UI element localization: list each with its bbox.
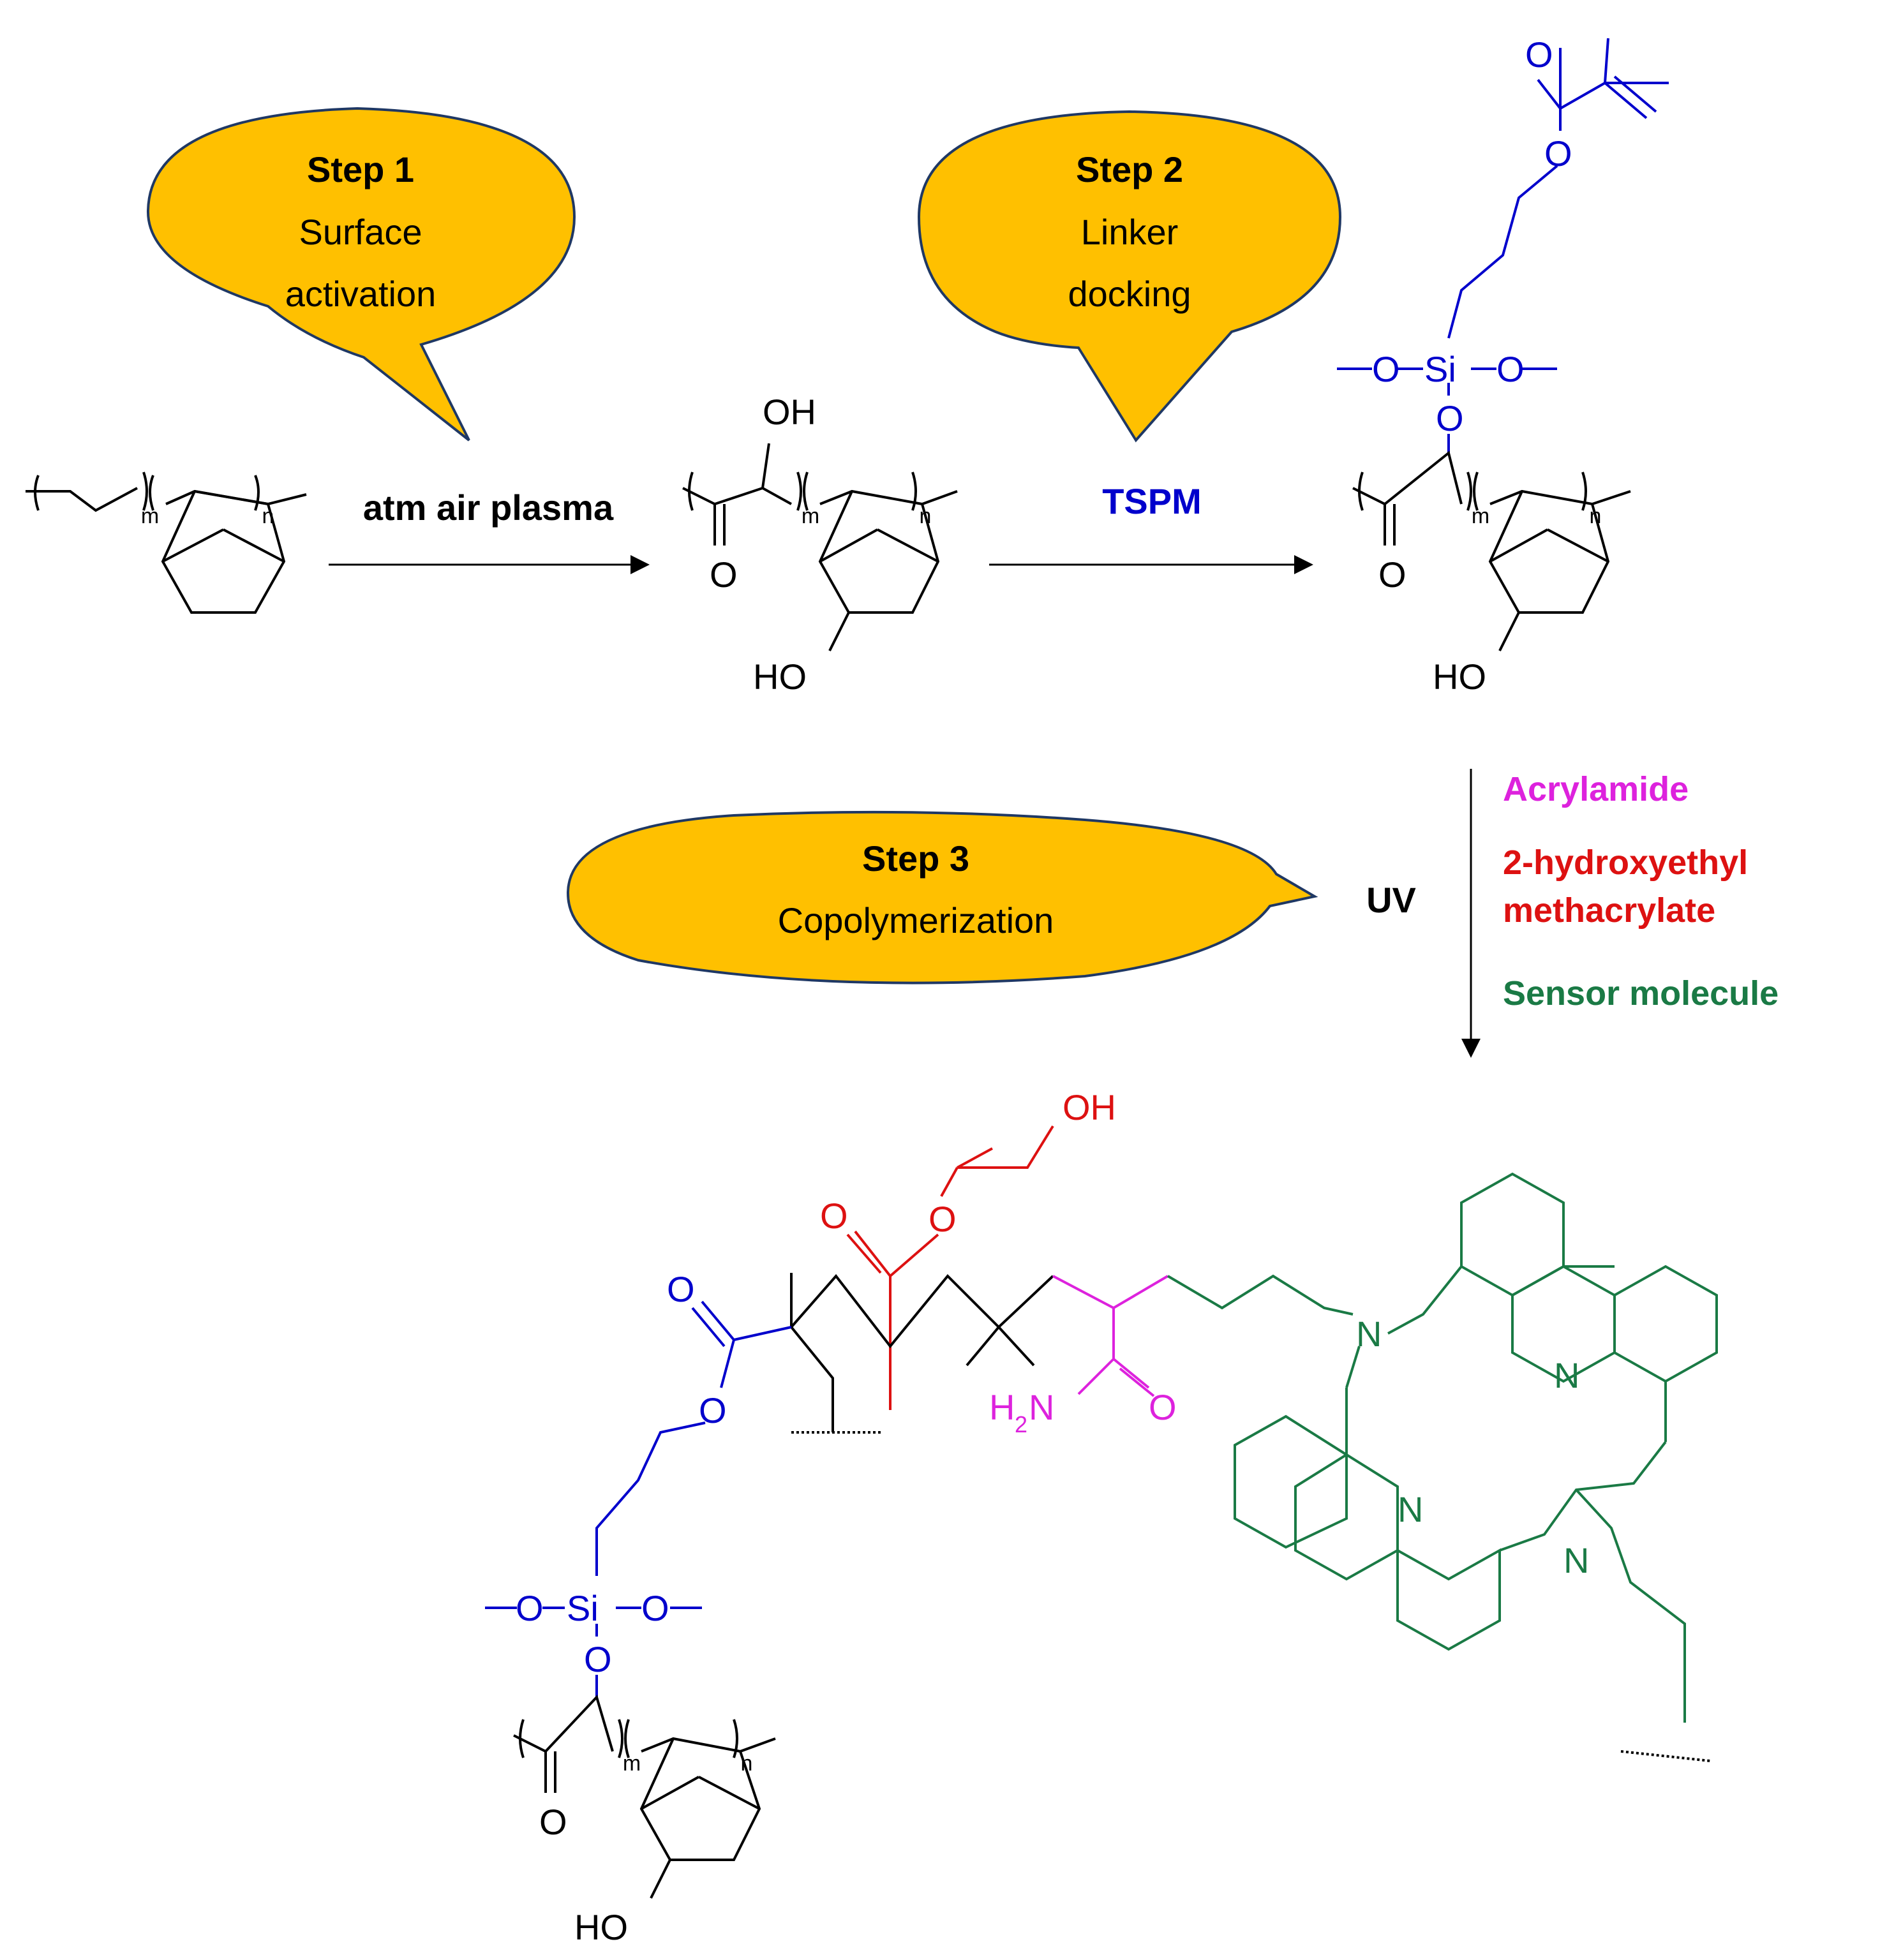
atom-label: n [920, 504, 932, 528]
atom-label: HO [574, 1907, 628, 1947]
atom-label: O [584, 1639, 612, 1679]
atom-label: O [1378, 554, 1406, 595]
sensor-molecule [1167, 1172, 1718, 1762]
atom-label: O [1496, 349, 1525, 389]
step1-title: Step 1 [307, 149, 414, 189]
atom-label: O [1436, 398, 1464, 438]
atom-label: O [1525, 34, 1553, 75]
atom-label: HO [753, 657, 807, 697]
step2-bubble: Step 2 Linker docking [917, 110, 1342, 443]
atom-label: O [1372, 349, 1400, 389]
step1-line2: activation [285, 274, 436, 314]
atom-label: N [1398, 1489, 1423, 1529]
atom-label: O [699, 1390, 727, 1430]
tspm-linker [1337, 38, 1669, 453]
atom-label: m [623, 1751, 641, 1776]
final-tspm-linker [485, 1300, 792, 1697]
hema-tail [955, 1148, 1027, 1168]
step3-condition: UV [1366, 880, 1416, 920]
atom-label: 2 [1015, 1411, 1027, 1437]
atom-label: H [989, 1387, 1015, 1427]
step2-reagent: TSPM [1102, 481, 1202, 521]
copolymer-backbone [790, 1273, 1054, 1434]
coc-polymer-start [26, 471, 307, 614]
step2-line1: Linker [1081, 212, 1179, 252]
hema-tail [957, 1125, 1054, 1169]
atom-label: HO [1433, 657, 1486, 697]
atom-label: O [1149, 1387, 1177, 1427]
atom-label: O [710, 554, 738, 595]
step1-bubble: Step 1 Surface activation [146, 107, 576, 442]
atom-label: O [539, 1802, 567, 1842]
atom-label: n [1590, 504, 1602, 528]
step2-line2: docking [1068, 274, 1191, 314]
atom-label: n [741, 1751, 753, 1776]
step1-line1: Surface [299, 212, 422, 252]
atom-label: m [1472, 504, 1489, 528]
atom-label: OH [763, 392, 816, 432]
atom-label: N [1563, 1540, 1589, 1580]
step3-line1: Copolymerization [778, 900, 1054, 940]
reagent-acrylamide: Acrylamide [1503, 770, 1689, 808]
atom-label: OH [1063, 1087, 1116, 1127]
atom-label: O [929, 1199, 957, 1239]
hema-unit [846, 1147, 993, 1410]
atom-label: Si [1424, 349, 1456, 389]
atom-label: O [1544, 133, 1572, 174]
step3-bubble: Step 3 Copolymerization [566, 810, 1318, 984]
atom-label: m [802, 504, 819, 528]
step3-title: Step 3 [862, 838, 969, 879]
atom-label: N [1554, 1355, 1579, 1395]
atom-label: O [820, 1196, 848, 1236]
atom-label: N [1356, 1314, 1382, 1354]
step1-reagent: atm air plasma [363, 487, 614, 528]
step2-title: Step 2 [1076, 149, 1183, 189]
atom-label: O [641, 1588, 669, 1628]
docked-polymer [1352, 450, 1631, 651]
atom-label: N [1029, 1387, 1054, 1427]
atom-label: O [516, 1588, 544, 1628]
activated-polymer [682, 443, 958, 651]
reagent-sensor: Sensor molecule [1503, 974, 1779, 1013]
atom-label: Si [567, 1588, 599, 1628]
reagent-hema-line1: 2-hydroxyethyl [1503, 843, 1748, 882]
atom-label: m [141, 504, 159, 528]
atom-label: O [667, 1269, 695, 1309]
atom-label: n [262, 504, 274, 528]
reagent-hema-line2: methacrylate [1503, 891, 1715, 930]
surface-polymer-bottom [513, 1695, 776, 1899]
acrylamide-unit [1052, 1275, 1169, 1397]
